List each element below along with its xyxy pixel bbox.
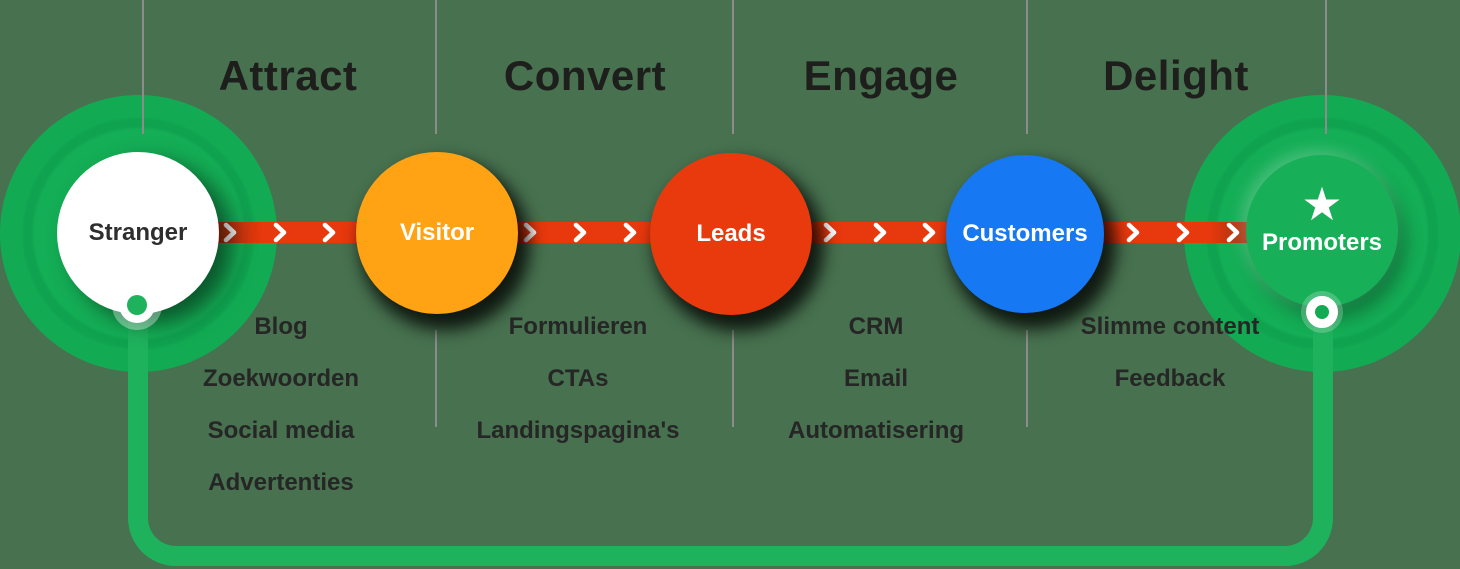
promoters-circle: ★ Promoters [1246, 155, 1398, 307]
chevron-icon [223, 222, 237, 243]
list-item: Advertenties [208, 469, 354, 496]
engage-tactics-list: CRM Email Automatisering [788, 312, 964, 445]
leads-label: Leads [696, 220, 766, 247]
stage-header-attract: Attract [218, 52, 358, 99]
stage-header-engage: Engage [803, 52, 959, 99]
customers-label: Customers [962, 220, 1088, 247]
guide-line-leads-top [732, 0, 734, 134]
list-item: Zoekwoorden [202, 365, 360, 392]
list-item: Feedback [1114, 365, 1226, 392]
visitor-label: Visitor [399, 219, 475, 246]
flywheel-return-loop [128, 305, 1333, 566]
list-item: Landingspagina's [476, 417, 680, 444]
customers-circle: Customers [946, 155, 1104, 313]
list-item: Automatisering [787, 417, 965, 444]
list-item: Formulieren [508, 313, 648, 340]
visitor-circle: Visitor [356, 152, 518, 314]
list-item: Social media [207, 417, 355, 444]
star-icon: ★ [1301, 177, 1343, 231]
promoters-loop-connector [1306, 296, 1338, 328]
chevron-icon [322, 222, 336, 243]
guide-line-customers-top [1026, 0, 1028, 134]
list-item: Slimme content [1080, 313, 1260, 340]
chevron-icon [1226, 222, 1240, 243]
list-item: Blog [254, 313, 308, 340]
guide-line-stranger-top [142, 0, 144, 134]
stage-header-delight: Delight [1103, 52, 1249, 99]
guide-line-visitor-bottom [435, 330, 437, 427]
chevron-icon [273, 222, 287, 243]
guide-line-promoters-top [1325, 0, 1327, 134]
list-item: CRM [848, 313, 904, 340]
guide-line-visitor-top [435, 0, 437, 134]
chevron-icon [922, 222, 936, 243]
chevron-icon [873, 222, 887, 243]
list-item: Email [843, 365, 909, 392]
delight-tactics-list: Slimme content Feedback [1081, 312, 1260, 393]
attract-tactics-list: Blog Zoekwoorden Social media Advertenti… [203, 312, 359, 497]
stranger-label: Stranger [88, 219, 188, 246]
guide-line-leads-bottom [732, 330, 734, 427]
leads-circle: Leads [650, 153, 812, 315]
connector-dot-inner [127, 295, 147, 315]
chevron-icon [1176, 222, 1190, 243]
guide-line-customers-bottom [1026, 330, 1028, 427]
promoters-label: Promoters [1261, 229, 1383, 256]
chevron-icon [573, 222, 587, 243]
chevron-icon [1126, 222, 1140, 243]
list-item: CTAs [547, 365, 609, 392]
chevron-icon [623, 222, 637, 243]
stranger-loop-connector [119, 287, 155, 323]
chevron-icon [823, 222, 837, 243]
stage-header-convert: Convert [503, 52, 667, 99]
convert-tactics-list: Formulieren CTAs Landingspagina's [476, 312, 679, 445]
chevron-icon [523, 222, 537, 243]
